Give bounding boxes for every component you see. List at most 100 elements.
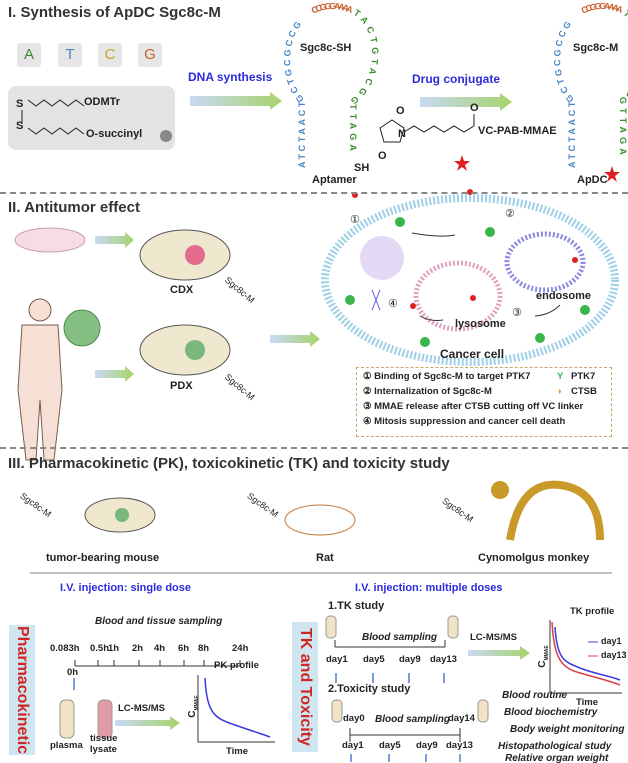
animal-mouse-label: tumor-bearing mouse (46, 552, 160, 564)
apdc-sequence-right: TACTGTACGGTTAGA (618, 8, 628, 155)
pk-times: 0.083h 0.5h 1h 2h 4h 6h 8h 24h (50, 643, 250, 655)
legend-ptk7: PTK7 (571, 371, 596, 382)
tk-study-title: 1.TK study (328, 600, 385, 612)
pk-header: I.V. injection: single dose (60, 582, 192, 594)
pk-ylabel: CMMAE (187, 695, 200, 718)
step-3-marker: ③ (512, 307, 522, 319)
thiol-label: SH (354, 162, 370, 174)
cell-membrane (321, 194, 619, 366)
apdc-label: ApDC (577, 174, 608, 186)
endpoint-4: Histopathological study (498, 741, 612, 752)
atom-n: N (398, 128, 406, 140)
time-label: 2h (132, 643, 144, 654)
tox-day5: day5 (379, 740, 401, 751)
tox-start: day0 (343, 713, 365, 724)
mitosis-spindle (371, 289, 381, 311)
tk-day1: day1 (326, 654, 348, 665)
endosome-label: endosome (536, 290, 592, 302)
pdx-label: PDX (170, 380, 193, 392)
divider (0, 192, 628, 194)
aptamer-label: Aptamer (312, 174, 357, 186)
aptamer-sequence-loop: CCGGGAAAA (310, 1, 355, 16)
endpoint-3: Body weight monitoring (510, 724, 625, 735)
pk-curve (204, 677, 271, 738)
tk-ylabel: CMMAE (537, 645, 550, 668)
tox-day9: day9 (416, 740, 438, 751)
ptk7-icon: Y (557, 371, 564, 382)
svg-text:CCGGGAAAA: CCGGGAAAA (580, 1, 625, 16)
pk-side-label: Pharmacokinetic (9, 625, 35, 755)
tk-xlabel: Time (576, 697, 599, 708)
pk-profile-title: PK profile (214, 660, 259, 671)
animal-monkey-label: Cynomolgus monkey (478, 552, 590, 564)
ylabel-c: C (186, 710, 198, 718)
ylabel-c: C (536, 660, 548, 668)
plasma-label: plasma (50, 740, 83, 751)
atom-o3: O (470, 102, 479, 114)
tk-dose-arrows (335, 673, 445, 683)
nucleotide-c: C (98, 43, 122, 67)
pk-method: LC-MS/MS (118, 703, 165, 714)
section3-title: III. Pharmacokinetic (PK), toxicokinetic… (8, 455, 450, 472)
ctsb-icon: ◗ (557, 386, 563, 397)
endpoint-5: Relative organ weight (505, 753, 609, 763)
tox-study-title: 2.Toxicity study (328, 683, 411, 695)
tk-legend-day13: day13 (601, 650, 627, 660)
legend-step-3: ③ MMAE release after CTSB cutting off VC… (363, 401, 584, 412)
linker-odmtr: ODMTr (84, 96, 121, 108)
step-drug-conjugate: Drug conjugate (412, 72, 501, 86)
ylabel-sub: MMAE (193, 695, 200, 711)
legend-ctsb: CTSB (571, 386, 597, 397)
drug-label: VC-PAB-MMAE (478, 125, 557, 137)
step-dna-synthesis: DNA synthesis (188, 70, 273, 84)
pk-start: 0h (67, 667, 79, 678)
time-label: 0.083h (50, 643, 80, 654)
aptamer-hairpin: ATCTAACTGCTGCGCCG CCGGGAAAA TACTGTACGGTT… (282, 1, 380, 168)
petri-dish (14, 227, 86, 253)
step-1-marker: ① (350, 214, 360, 226)
pk-profile-chart (197, 675, 275, 743)
time-label: 24h (232, 643, 249, 654)
nucleotide-t: T (58, 43, 82, 67)
tissue-label: tissue lysate (90, 733, 118, 755)
linker-chain-bottom (27, 127, 85, 135)
section2-title: II. Antitumor effect (8, 199, 140, 216)
nucleus (360, 236, 404, 280)
pk-sampling: Blood and tissue sampling (95, 616, 223, 627)
time-label: 4h (154, 643, 166, 654)
time-label: 1h (108, 643, 120, 654)
sulfur-1: S (16, 98, 24, 110)
arrow-drug-conjugate (420, 93, 512, 111)
tox-dose-arrows (350, 754, 461, 762)
tk-side-label: TK and Toxicity (292, 622, 318, 752)
cdx-label: CDX (170, 284, 194, 296)
linker-succinyl: O-succinyl (86, 128, 143, 140)
legend-step-2: ② Internalization of Sgc8c-M (363, 386, 492, 397)
svg-text:TACTGTACGGTTAGA: TACTGTACGGTTAGA (618, 8, 628, 155)
arrow-step4 (419, 315, 444, 321)
tk-day13: day13 (430, 654, 457, 665)
lysosome-label: lysosome (455, 318, 506, 330)
mechanism-legend: ① Binding of Sgc8c-M to target PTK7 ② In… (356, 367, 612, 437)
apdc-star-icon (604, 166, 620, 182)
linker-chain-top (27, 99, 85, 107)
tk-sampling: Blood sampling (362, 632, 437, 643)
tox-sampling: Blood sampling (375, 714, 450, 725)
lysosome-membrane (413, 260, 503, 332)
aptamer-name: Sgc8c-SH (300, 42, 352, 54)
svg-text:TACTGTACGGTTAGA: TACTGTACGGTTAGA (348, 7, 380, 151)
legend-step-1: ① Binding of Sgc8c-M to target PTK7 (363, 371, 531, 382)
human-figure (17, 298, 63, 461)
monkey-animal (506, 480, 604, 541)
tk-curve-day1 (554, 626, 621, 681)
section1-title: I. Synthesis of ApDC Sgc8c-M (8, 4, 221, 21)
atom-o2: O (378, 150, 387, 162)
tox-day13: day13 (446, 740, 473, 751)
arrow-step1 (411, 232, 456, 237)
tk-profile-title: TK profile (570, 606, 615, 617)
aptamer-sequence-right: TACTGTACGGTTAGA (348, 7, 380, 151)
atom-o1: O (396, 105, 405, 117)
legend-step-4: ④ Mitosis suppression and cancer cell de… (363, 416, 566, 427)
tk-header: I.V. injection: multiple doses (355, 582, 503, 594)
nucleotide-g: G (138, 43, 162, 67)
